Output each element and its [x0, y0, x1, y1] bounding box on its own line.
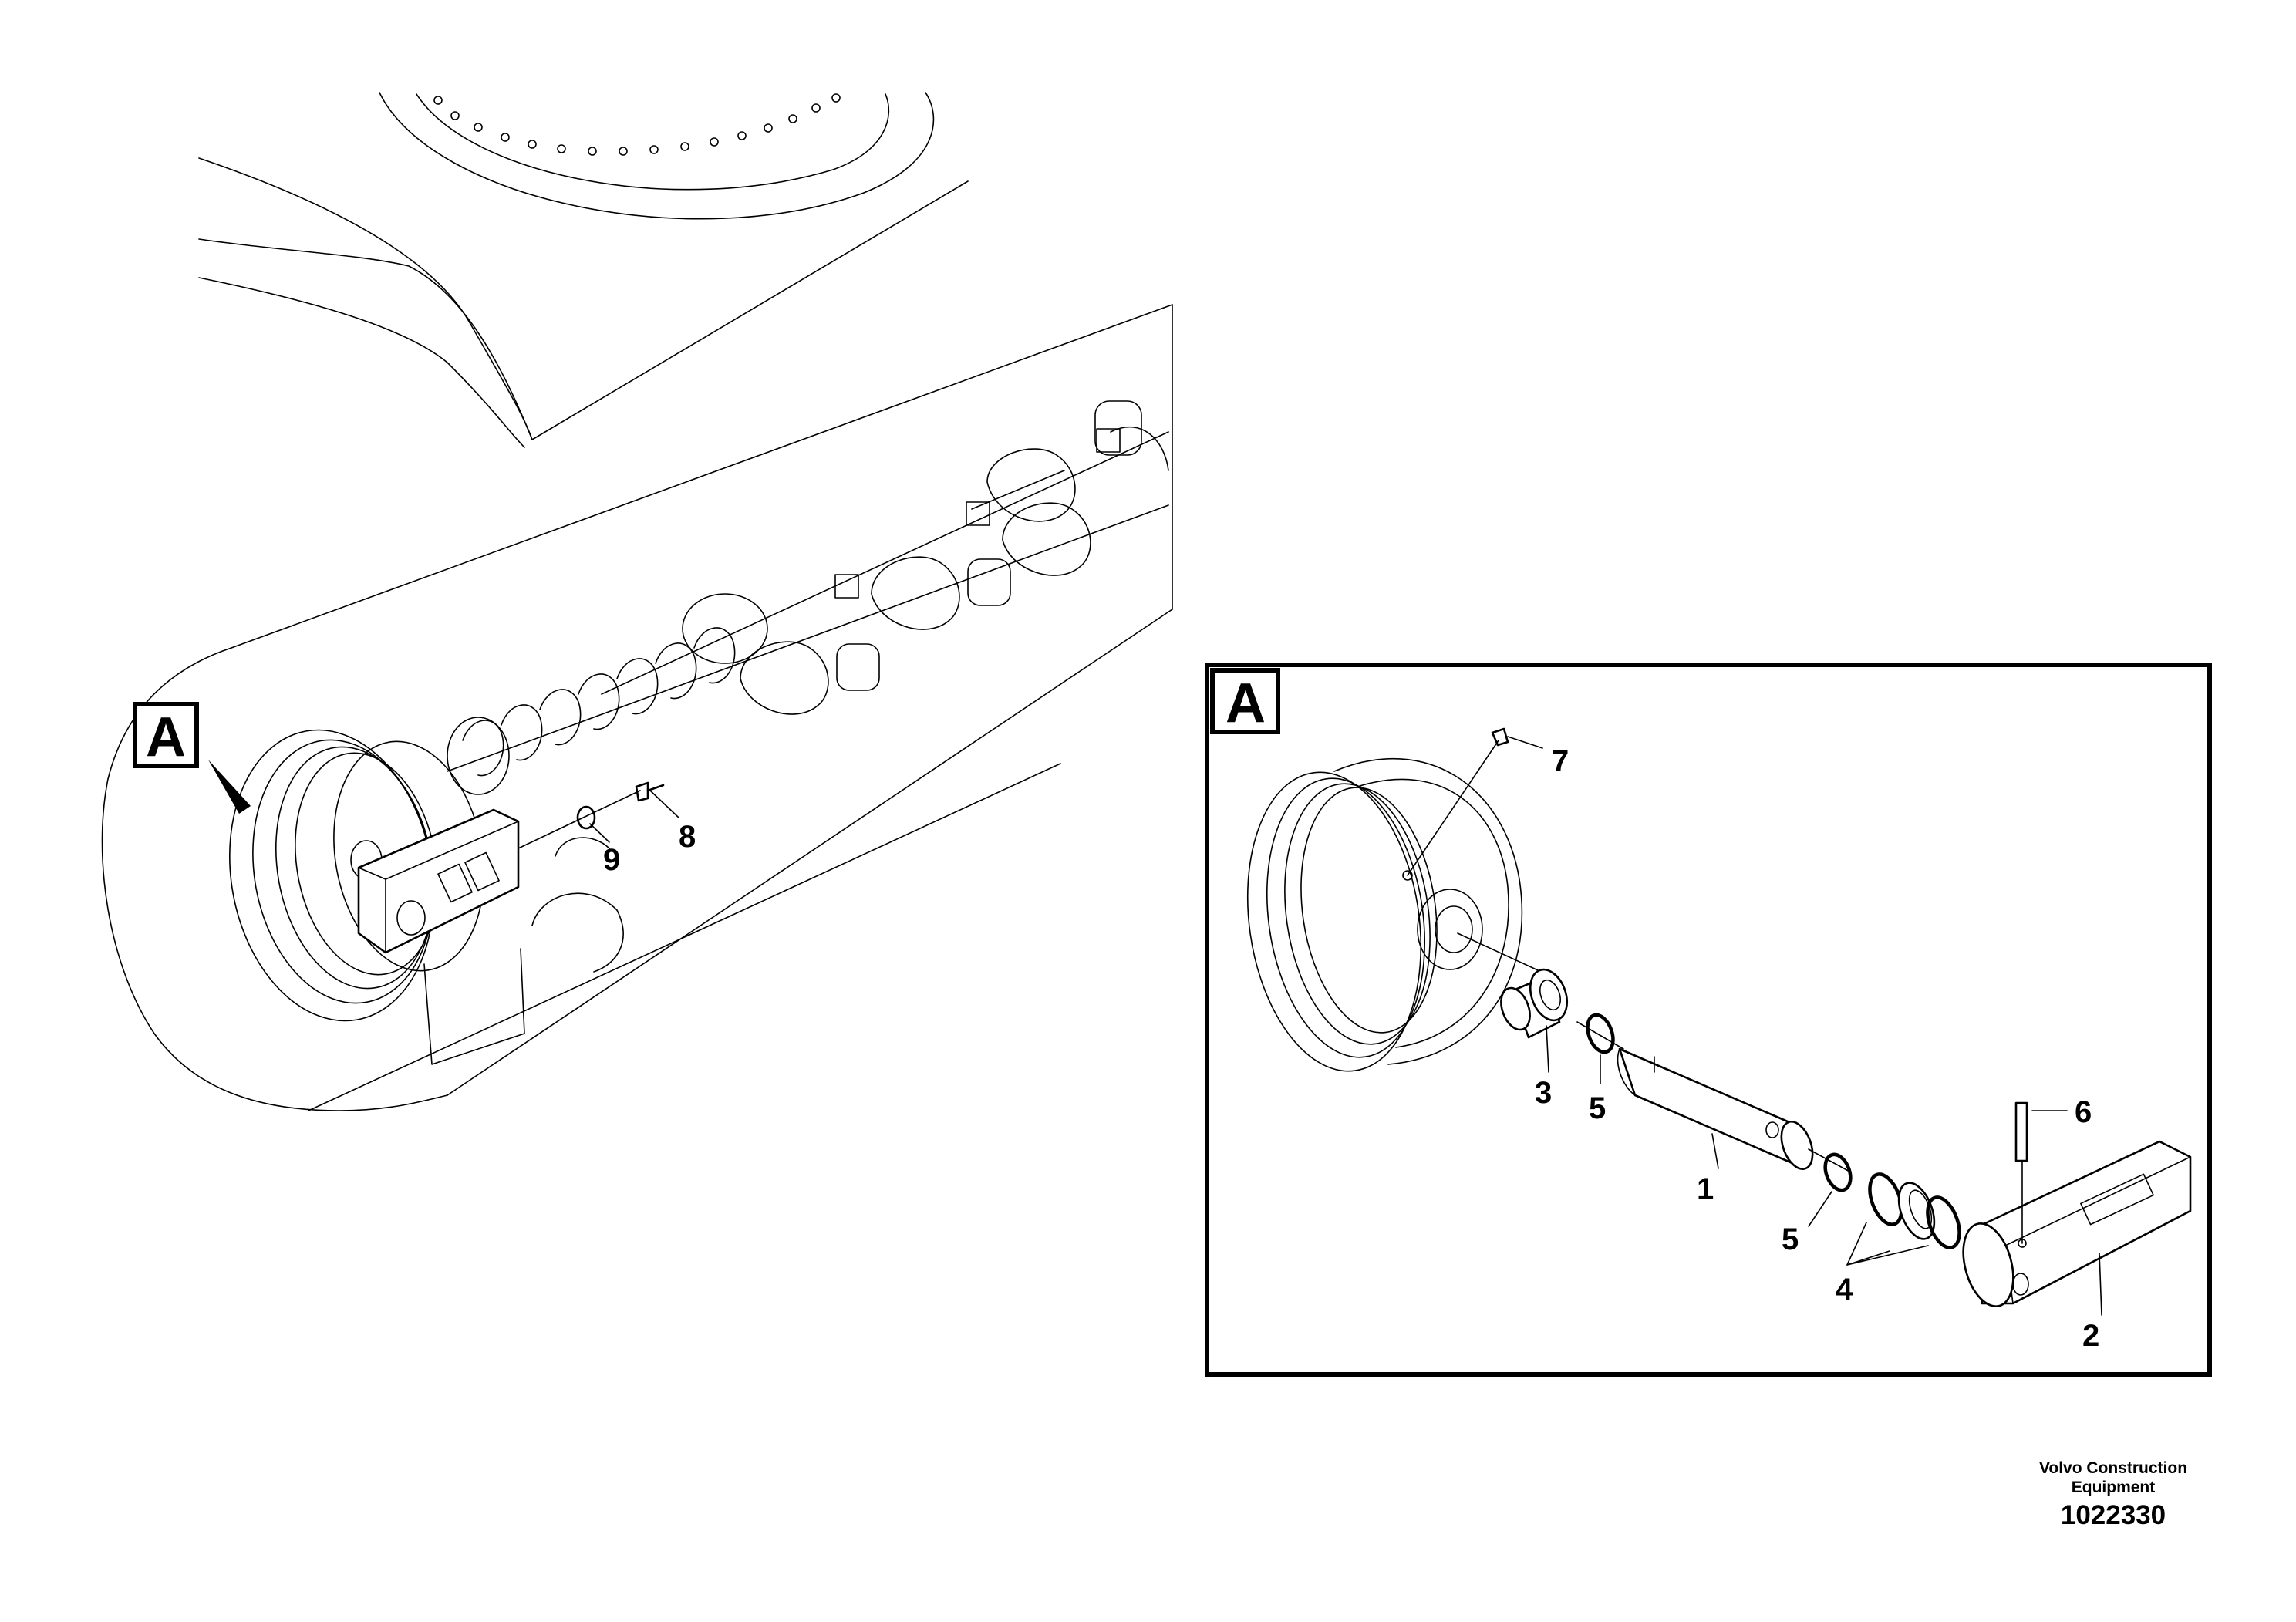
detail-frame	[1207, 665, 2210, 1374]
bolt-8-overview	[518, 783, 663, 848]
track-rollers	[740, 401, 1168, 714]
view-marker-a-overview: A	[135, 704, 251, 814]
bracket-2	[1955, 1141, 2190, 1315]
callout-5-left: 5	[1589, 1091, 1606, 1125]
recoil-spring	[447, 594, 767, 794]
turntable-ring	[379, 93, 933, 219]
brand-name: Volvo Construction	[2038, 1459, 2188, 1477]
view-marker-a-detail-letter: A	[1226, 673, 1266, 734]
callout-5-right: 5	[1782, 1222, 1799, 1256]
idler-wheel-detail	[1229, 759, 1522, 1083]
car-body-outline	[199, 158, 968, 447]
callout-6: 6	[2075, 1095, 2092, 1129]
ring-bolt-holes	[434, 94, 840, 155]
undercarriage-overview: A 8 9	[103, 93, 1173, 1111]
drawing-number: 1022330	[2060, 1500, 2166, 1530]
callout-2: 2	[2082, 1319, 2099, 1353]
o-ring-5-left	[1577, 1011, 1623, 1084]
track-frame	[103, 305, 1173, 1111]
callout-7: 7	[1552, 744, 1569, 778]
detail-view-a: A 7 3	[1207, 665, 2210, 1374]
bolt-head-8	[636, 783, 648, 801]
bushing-3	[1495, 965, 1573, 1072]
pin-6	[2016, 1103, 2067, 1243]
callout-8: 8	[679, 820, 696, 854]
shaft-1	[1618, 1049, 1851, 1173]
view-marker-a-letter: A	[146, 706, 186, 768]
view-marker-a-detail: A	[1212, 670, 1278, 734]
callout-9: 9	[603, 843, 620, 877]
bearing-bracket-overview	[359, 810, 518, 953]
brand-name-line2: Equipment	[2071, 1479, 2156, 1496]
frame-details	[424, 838, 623, 1064]
plug-7	[1408, 729, 1542, 875]
callout-1: 1	[1697, 1172, 1714, 1206]
o-ring-5-right	[1809, 1151, 1855, 1226]
callout-4: 4	[1836, 1273, 1853, 1307]
callout-3: 3	[1535, 1076, 1552, 1110]
seal-group-4	[1847, 1170, 1966, 1265]
overview-leaders	[590, 791, 679, 842]
washer-9-shape	[578, 807, 595, 828]
